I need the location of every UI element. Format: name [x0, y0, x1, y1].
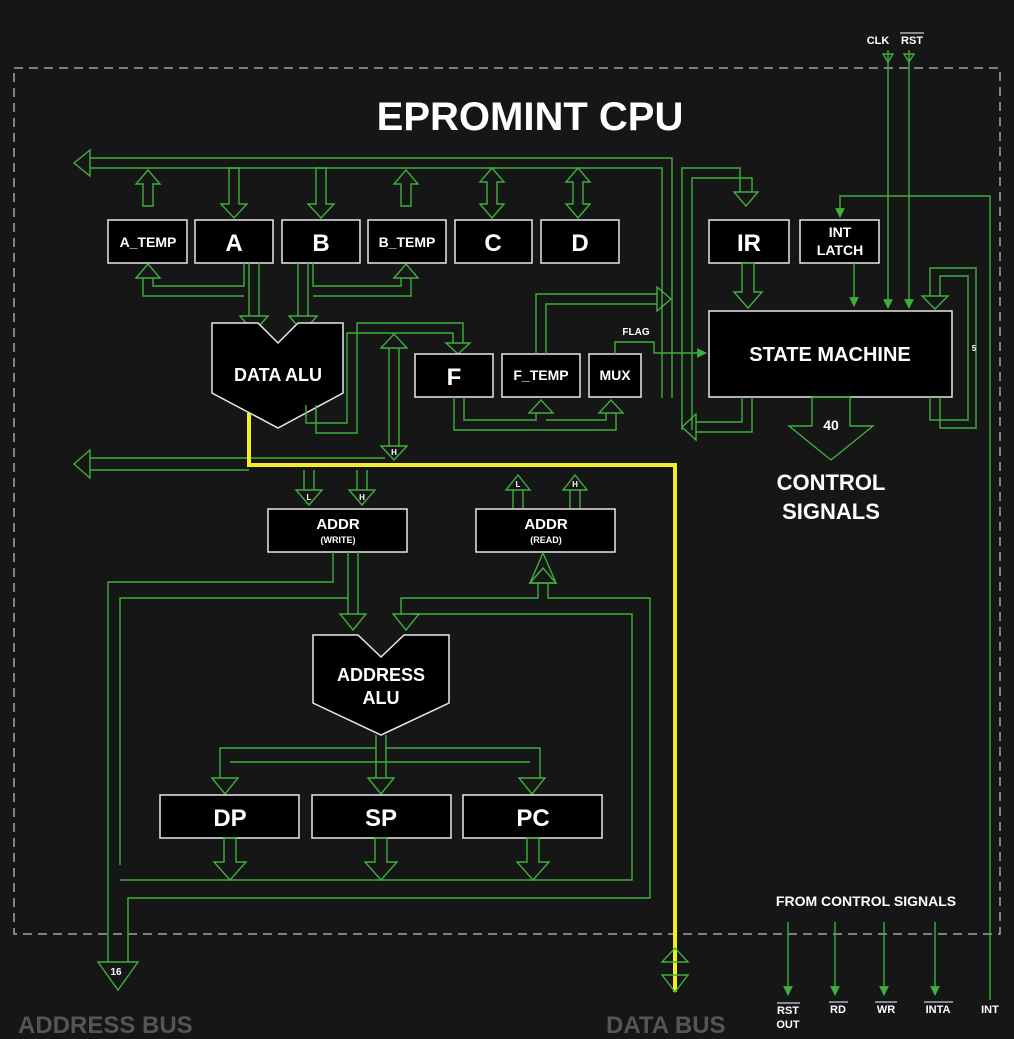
control-output-lines: [783, 922, 940, 996]
register-c-label: C: [484, 230, 501, 257]
data-bus-arrow: [660, 946, 690, 994]
l-label-read: L: [516, 480, 521, 489]
internal-data-bus-mid: [72, 448, 385, 480]
rst-label: RST: [901, 35, 923, 47]
data-bus-label: DATA BUS: [606, 1012, 726, 1034]
address-alu-label-line1: ADDRESS: [337, 665, 425, 685]
addr-write-sublabel: (WRITE): [321, 535, 356, 545]
data-alu-label: DATA ALU: [234, 365, 322, 385]
register-c-box: [454, 219, 533, 264]
address-alu-shape: [312, 634, 450, 736]
register-sp-box: [311, 794, 452, 839]
rd-label: RD: [830, 1004, 846, 1016]
address-bus-label: ADDRESS BUS: [18, 1012, 193, 1034]
state-machine-label: STATE MACHINE: [749, 344, 910, 366]
diagram-title: EPROMINT CPU: [377, 95, 684, 139]
data-alu-shape: [211, 322, 344, 429]
rst-out-label-line1: RST: [777, 1005, 799, 1017]
addr-write-box: [267, 508, 408, 553]
rst-out-label-line2: OUT: [776, 1019, 800, 1031]
highlighted-data-path: [247, 413, 677, 992]
addr-read-label: ADDR: [524, 516, 567, 533]
address-bus-width-label: 16: [110, 967, 122, 978]
register-ir-label: IR: [737, 230, 761, 257]
register-dp-box: [159, 794, 300, 839]
addr-write-label: ADDR: [316, 516, 359, 533]
control-bus-width-label: 40: [823, 417, 839, 433]
h-label-write: H: [359, 493, 365, 502]
int-latch-box: [799, 219, 880, 264]
register-b-box: [281, 219, 361, 264]
inta-label: INTA: [926, 1004, 951, 1016]
register-dp-label: DP: [213, 805, 246, 832]
flag-register-f-box: [414, 353, 494, 398]
addr-read-box: [475, 508, 616, 553]
register-d-box: [540, 219, 620, 264]
register-b-temp-label: B_TEMP: [379, 234, 436, 250]
flag-feedback-paths: FLAG: [453, 285, 707, 431]
wr-label: WR: [877, 1004, 895, 1016]
register-b-temp-box: [367, 219, 447, 264]
from-control-signals-label: FROM CONTROL SIGNALS: [776, 893, 956, 909]
h-label-alu: H: [391, 448, 397, 457]
pointer-register-outputs: [212, 837, 551, 882]
control-signals-label-line2: SIGNALS: [782, 499, 880, 524]
internal-data-bus-top: [72, 148, 760, 430]
mux-label: MUX: [599, 367, 631, 383]
address-bus-paths: 16: [96, 551, 651, 992]
cpu-boundary: [13, 67, 1001, 935]
register-b-label: B: [312, 230, 329, 257]
int-latch-label-line2: LATCH: [817, 242, 863, 258]
h-label-read: H: [572, 480, 578, 489]
register-pc-label: PC: [516, 805, 549, 832]
register-bus-taps: [134, 166, 592, 220]
register-ir-box: [708, 219, 790, 264]
int-latch-label-line1: INT: [829, 224, 852, 240]
alu-input-paths: [134, 262, 420, 334]
l-label-write: L: [307, 493, 312, 502]
register-a-label: A: [225, 230, 242, 257]
alu-flag-paths: H: [305, 322, 472, 462]
state-machine-paths: 5 40: [680, 50, 991, 1000]
addr-latch-inputs: L H L H: [294, 470, 589, 508]
register-d-label: D: [571, 230, 588, 257]
int-output-label: INT: [981, 1004, 999, 1016]
loop-width-label: 5: [972, 344, 977, 353]
address-alu-output: [210, 735, 547, 796]
clk-label: CLK: [867, 35, 890, 47]
mux-box: [588, 353, 642, 398]
f-temp-label: F_TEMP: [513, 367, 568, 383]
register-a-box: [194, 219, 274, 264]
register-a-temp-label: A_TEMP: [120, 234, 177, 250]
register-sp-label: SP: [365, 805, 397, 832]
control-signals-label-line1: CONTROL: [777, 470, 886, 495]
flag-label: FLAG: [622, 327, 649, 338]
register-a-temp-box: [107, 219, 188, 264]
f-temp-box: [501, 353, 581, 398]
flag-register-f-label: F: [447, 364, 462, 391]
address-alu-label-line2: ALU: [363, 688, 400, 708]
state-machine-box: [708, 310, 953, 398]
addr-read-sublabel: (READ): [530, 535, 562, 545]
